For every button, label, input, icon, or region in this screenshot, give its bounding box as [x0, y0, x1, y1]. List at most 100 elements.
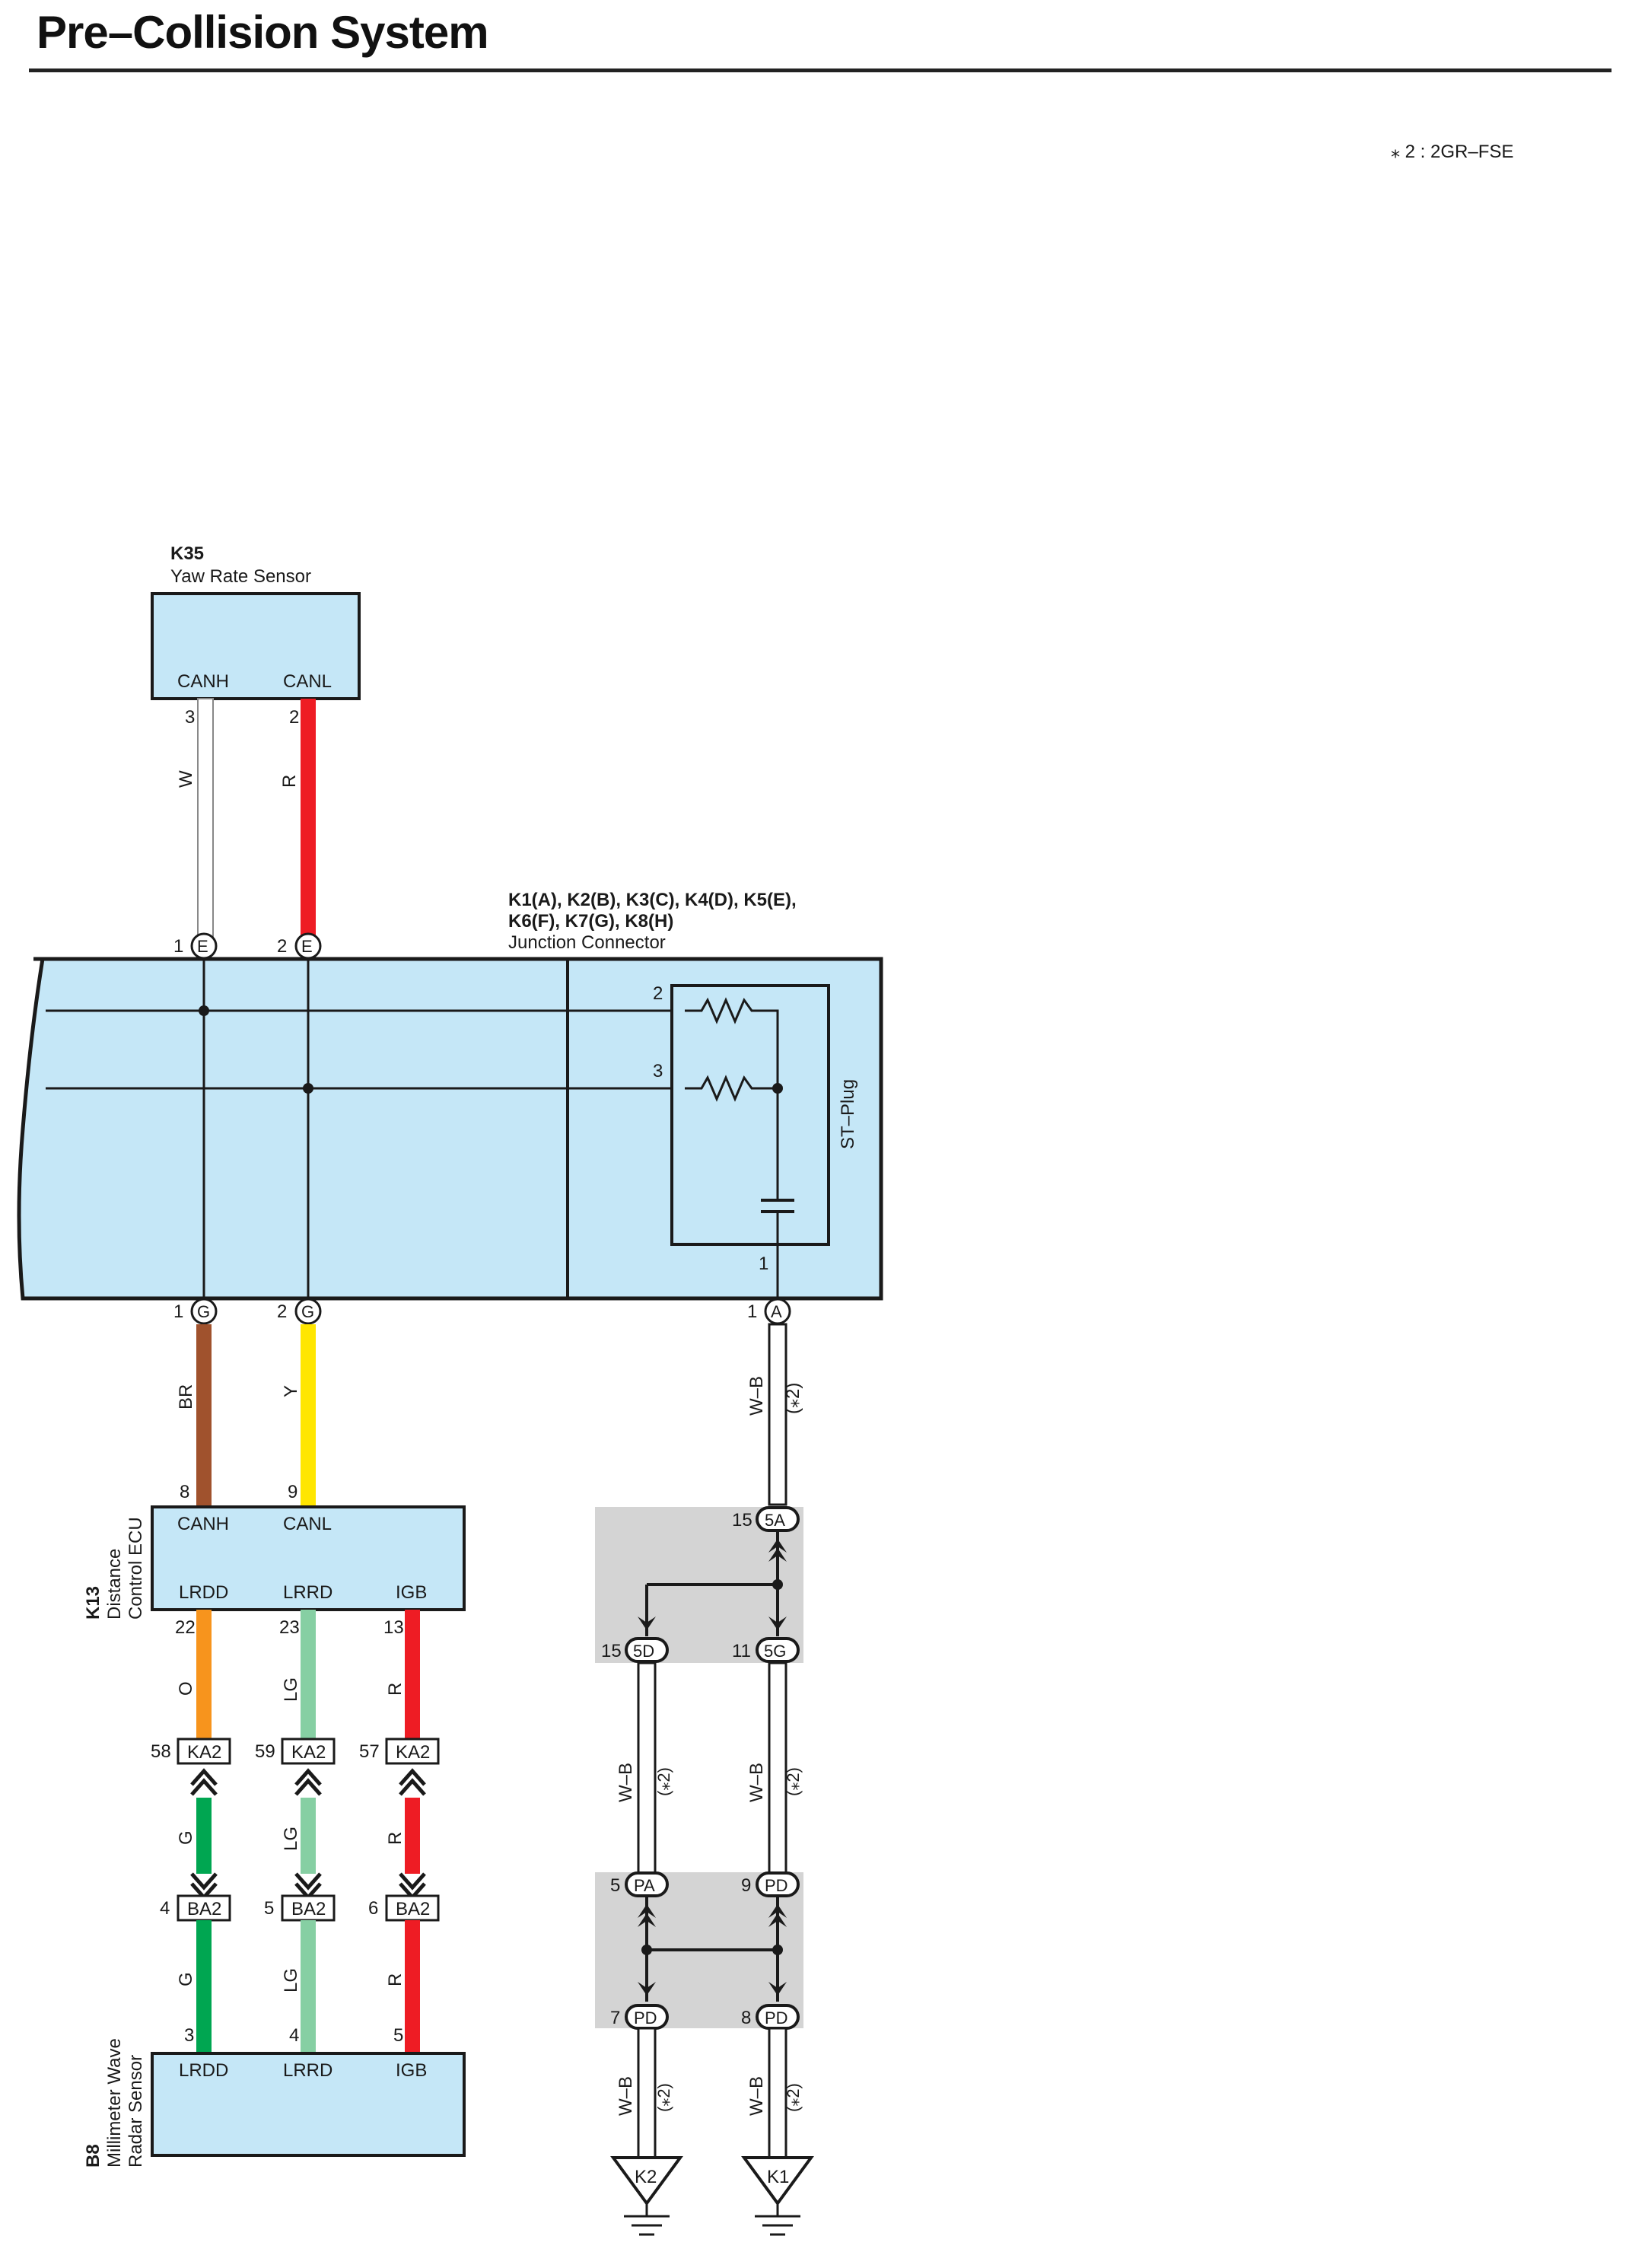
svg-text:PD: PD [765, 2008, 788, 2028]
svg-text:11: 11 [732, 1641, 751, 1661]
svg-text:CANH: CANH [177, 1514, 229, 1534]
st-pin-3: 3 [653, 1061, 663, 1081]
svg-text:BA2: BA2 [396, 1899, 430, 1919]
svg-text:1: 1 [173, 1301, 183, 1322]
svg-text:W–B: W–B [746, 1376, 767, 1416]
connector-ba2-4 [177, 1894, 231, 1922]
svg-text:PA: PA [634, 1876, 655, 1895]
svg-text:2: 2 [277, 936, 287, 957]
wire-wb-left [637, 1661, 657, 1875]
svg-text:(⁎2): (⁎2) [784, 1767, 803, 1796]
svg-text:59: 59 [255, 1741, 275, 1762]
svg-text:R: R [385, 1973, 406, 1986]
ground-k2: K2 [610, 2156, 683, 2236]
svg-text:E: E [197, 937, 208, 956]
terminal-e2 [294, 932, 322, 960]
svg-text:LG: LG [281, 1677, 301, 1702]
wire-y [301, 1324, 316, 1507]
wire-w-canh [197, 698, 214, 941]
connector-ka2-57 [385, 1738, 440, 1765]
svg-text:IGB: IGB [396, 1582, 427, 1603]
wire-w-label: W [176, 770, 196, 788]
resistor-1 [685, 997, 779, 1088]
svg-text:58: 58 [151, 1741, 171, 1762]
svg-text:G: G [176, 1830, 196, 1845]
junction-box [17, 957, 883, 1301]
connector-ka2-58 [177, 1738, 231, 1765]
k35-box [151, 592, 361, 700]
svg-text:3: 3 [184, 2025, 194, 2046]
svg-text:(⁎2): (⁎2) [654, 1767, 673, 1796]
st-pin-2: 2 [653, 983, 663, 1004]
svg-text:15: 15 [601, 1641, 622, 1661]
wire-r-mid [405, 1798, 420, 1874]
k35-code: K35 [170, 543, 204, 564]
svg-text:W–B: W–B [616, 1763, 636, 1802]
svg-text:KA2: KA2 [396, 1742, 430, 1763]
k35-num-canl: 2 [289, 707, 299, 728]
svg-text:4: 4 [289, 2025, 299, 2046]
connector-ba2-5 [281, 1894, 336, 1922]
wire-lg-bottom [301, 1920, 316, 2053]
svg-text:O: O [176, 1681, 196, 1696]
svg-text:R: R [385, 1832, 406, 1845]
wire-o [196, 1610, 212, 1739]
splice-5d [625, 1637, 669, 1663]
engine-note: ⁎ 2 : 2GR–FSE [1391, 142, 1513, 162]
svg-text:6: 6 [368, 1898, 378, 1919]
svg-text:CANL: CANL [283, 1514, 332, 1534]
svg-text:22: 22 [175, 1617, 196, 1638]
ground-k1: K1 [741, 2156, 814, 2236]
svg-text:5: 5 [393, 2025, 403, 2046]
junction-codes-1: K1(A), K2(B), K3(C), K4(D), K5(E), [508, 890, 797, 910]
svg-text:KA2: KA2 [187, 1742, 221, 1763]
splice-dot [199, 1005, 209, 1016]
wire-g-mid [196, 1798, 212, 1874]
svg-text:5G: 5G [764, 1642, 786, 1661]
svg-text:G: G [176, 1972, 196, 1986]
svg-text:LRRD: LRRD [283, 2060, 332, 2081]
svg-text:K1: K1 [767, 2167, 789, 2187]
svg-text:IGB: IGB [396, 2060, 427, 2081]
b8-box [151, 2052, 466, 2157]
svg-text:PD: PD [765, 1876, 788, 1895]
svg-text:Millimeter Wave: Millimeter Wave [104, 2038, 125, 2168]
svg-text:W–B: W–B [616, 2076, 636, 2116]
connector-ka2-59 [281, 1738, 336, 1765]
splice-5g [756, 1637, 800, 1663]
svg-text:Distance: Distance [104, 1549, 125, 1620]
svg-text:(⁎2): (⁎2) [783, 1383, 803, 1414]
resistor-2 [685, 1075, 778, 1102]
splice-arrows-1 [638, 1539, 787, 1630]
svg-text:15: 15 [732, 1510, 752, 1531]
svg-text:LRRD: LRRD [283, 1582, 332, 1603]
svg-text:BR: BR [176, 1384, 196, 1410]
svg-text:9: 9 [288, 1482, 297, 1502]
k35-pin-canl: CANL [283, 671, 332, 692]
k35-num-canh: 3 [185, 707, 195, 728]
svg-text:LRDD: LRDD [179, 1582, 228, 1603]
svg-text:KA2: KA2 [291, 1742, 326, 1763]
wire-r-igb [405, 1610, 420, 1739]
terminal-g1 [190, 1298, 218, 1325]
svg-text:7: 7 [610, 2008, 620, 2028]
svg-text:57: 57 [359, 1741, 380, 1762]
svg-text:R: R [385, 1683, 406, 1696]
svg-text:LG: LG [281, 1968, 301, 1992]
svg-text:LRDD: LRDD [179, 2060, 228, 2081]
svg-text:B8: B8 [83, 2144, 103, 2168]
svg-text:G: G [301, 1302, 314, 1321]
svg-text:BA2: BA2 [291, 1899, 326, 1919]
wire-wb-k2 [637, 2027, 657, 2159]
page-title: Pre–Collision System [37, 7, 489, 58]
wire-br [196, 1324, 212, 1507]
splice-dot [303, 1083, 313, 1094]
k35-name: Yaw Rate Sensor [170, 566, 311, 587]
terminal-g2 [294, 1298, 322, 1325]
junction-name: Junction Connector [508, 932, 666, 953]
svg-text:BA2: BA2 [187, 1899, 221, 1919]
svg-text:Control ECU: Control ECU [126, 1517, 146, 1620]
chevrons-ka2 [190, 1768, 426, 1796]
svg-text:K2: K2 [635, 2167, 657, 2187]
